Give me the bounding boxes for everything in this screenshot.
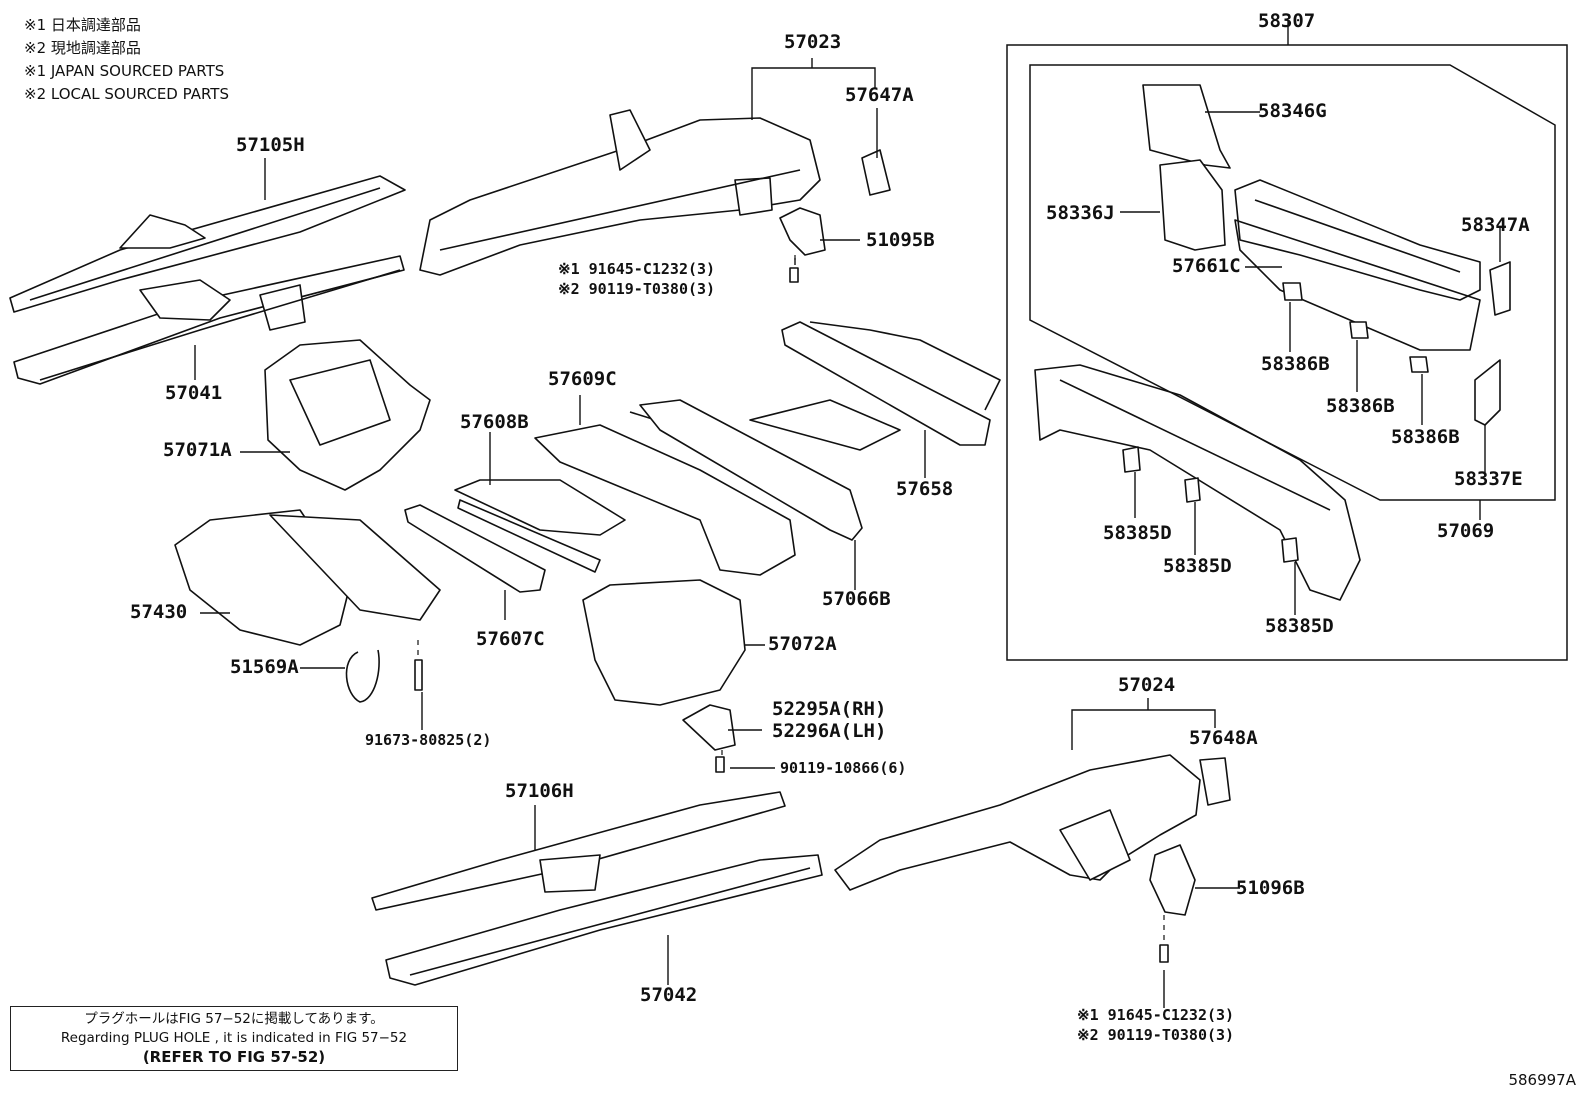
part-label-51095b: 51095B [866, 229, 935, 251]
part-58336j-shape [1159, 159, 1226, 251]
part-58346g-shape [1142, 84, 1231, 169]
part-label-58347a: 58347A [1461, 214, 1530, 236]
part-58337e-shape [1474, 359, 1501, 426]
note-japanese: プラグホールはFIG 57−52に掲載してあります。 [84, 1011, 384, 1027]
part-57658-shape [781, 321, 1001, 446]
part-label-58386b-3: 58386B [1391, 426, 1460, 448]
part-label-57648a: 57648A [1189, 727, 1258, 749]
part-57105h-shape [9, 175, 406, 313]
part-label-58337e: 58337E [1454, 468, 1523, 490]
part-57071a-shape [264, 339, 431, 491]
part-51096b-shape [1149, 844, 1196, 963]
part-label-52296a: 52296A(LH) [772, 720, 887, 742]
part-51095b-shape [779, 207, 826, 283]
part-label-57658: 57658 [896, 478, 954, 500]
part-57430-shape [174, 509, 441, 646]
fastener-label-top-2: ※2 90119-T0380(3) [558, 280, 716, 298]
part-label-57661c: 57661C [1172, 255, 1241, 277]
part-label-58346g: 58346G [1258, 100, 1327, 122]
figure-code: 586997A [1508, 1071, 1576, 1089]
legend-line-1: ※1 日本調達部品 [24, 16, 141, 34]
part-label-57608b: 57608B [460, 411, 529, 433]
part-52295a-shape [682, 704, 736, 773]
part-label-58386b-1: 58386B [1261, 353, 1330, 375]
part-label-90119-10866: 90119-10866(6) [780, 759, 907, 777]
legend-line-2: ※2 現地調達部品 [24, 39, 141, 57]
fastener-label-top-1: ※1 91645-C1232(3) [558, 260, 716, 278]
part-label-57105h: 57105H [236, 134, 305, 156]
part-label-58336j: 58336J [1046, 202, 1115, 224]
part-label-57106h: 57106H [505, 780, 574, 802]
part-57106h-shape [371, 791, 786, 911]
part-label-57042: 57042 [640, 984, 698, 1006]
legend-line-4: ※2 LOCAL SOURCED PARTS [24, 85, 229, 103]
part-label-57041: 57041 [165, 382, 223, 404]
part-57648a-shape [1199, 757, 1231, 806]
part-label-51569a: 51569A [230, 656, 299, 678]
part-58347a-shape [1489, 261, 1511, 316]
part-57041-shape [13, 255, 405, 385]
part-label-58307: 58307 [1258, 10, 1316, 32]
subgroup-outline-57069 [1029, 64, 1556, 501]
part-label-57609c: 57609C [548, 368, 617, 390]
part-57608b-shape [454, 479, 626, 573]
part-label-58385d-3: 58385D [1265, 615, 1334, 637]
part-51569a-shape [345, 649, 380, 703]
part-57042-shape [385, 854, 823, 986]
part-58385d-shapes [1122, 446, 1299, 563]
legend: ※1 日本調達部品 ※2 現地調達部品 ※1 JAPAN SOURCED PAR… [24, 14, 229, 106]
note-english: Regarding PLUG HOLE , it is indicated in… [60, 1030, 408, 1046]
part-label-57647a: 57647A [845, 84, 914, 106]
part-label-57024: 57024 [1118, 674, 1176, 696]
part-label-57072a: 57072A [768, 633, 837, 655]
part-57072a-shape [582, 579, 746, 706]
part-label-91673-80825: 91673-80825(2) [365, 731, 492, 749]
part-58386b-shapes [1282, 282, 1429, 373]
part-57069-inner-shape [1234, 219, 1481, 351]
part-label-57023: 57023 [784, 31, 842, 53]
part-57066b-shape [639, 399, 901, 541]
part-label-57071a: 57071A [163, 439, 232, 461]
part-label-58385d-1: 58385D [1103, 522, 1172, 544]
note-reference: (REFER TO FIG 57-52) [142, 1048, 326, 1066]
fastener-label-bottom-1: ※1 91645-C1232(3) [1077, 1006, 1235, 1024]
part-57069-shape [1034, 364, 1361, 601]
part-label-57066b: 57066B [822, 588, 891, 610]
part-label-58386b-2: 58386B [1326, 395, 1395, 417]
part-label-51096b: 51096B [1236, 877, 1305, 899]
part-label-52295a: 52295A(RH) [772, 698, 887, 720]
part-label-57069: 57069 [1437, 520, 1495, 542]
part-57024-shape [834, 754, 1201, 891]
part-57661c-shape [1234, 179, 1481, 301]
part-57607c-shape [404, 504, 546, 593]
bolt-91673-shape [414, 659, 423, 691]
legend-line-3: ※1 JAPAN SOURCED PARTS [24, 62, 225, 80]
part-57023-shape [419, 109, 821, 276]
part-label-57607c: 57607C [476, 628, 545, 650]
part-57647a-shape [861, 149, 891, 196]
fastener-label-bottom-2: ※2 90119-T0380(3) [1077, 1026, 1235, 1044]
part-label-57430: 57430 [130, 601, 188, 623]
plug-hole-note: プラグホールはFIG 57−52に掲載してあります。 Regarding PLU… [10, 1006, 458, 1071]
part-label-58385d-2: 58385D [1163, 555, 1232, 577]
group-box-58307 [1006, 44, 1568, 661]
